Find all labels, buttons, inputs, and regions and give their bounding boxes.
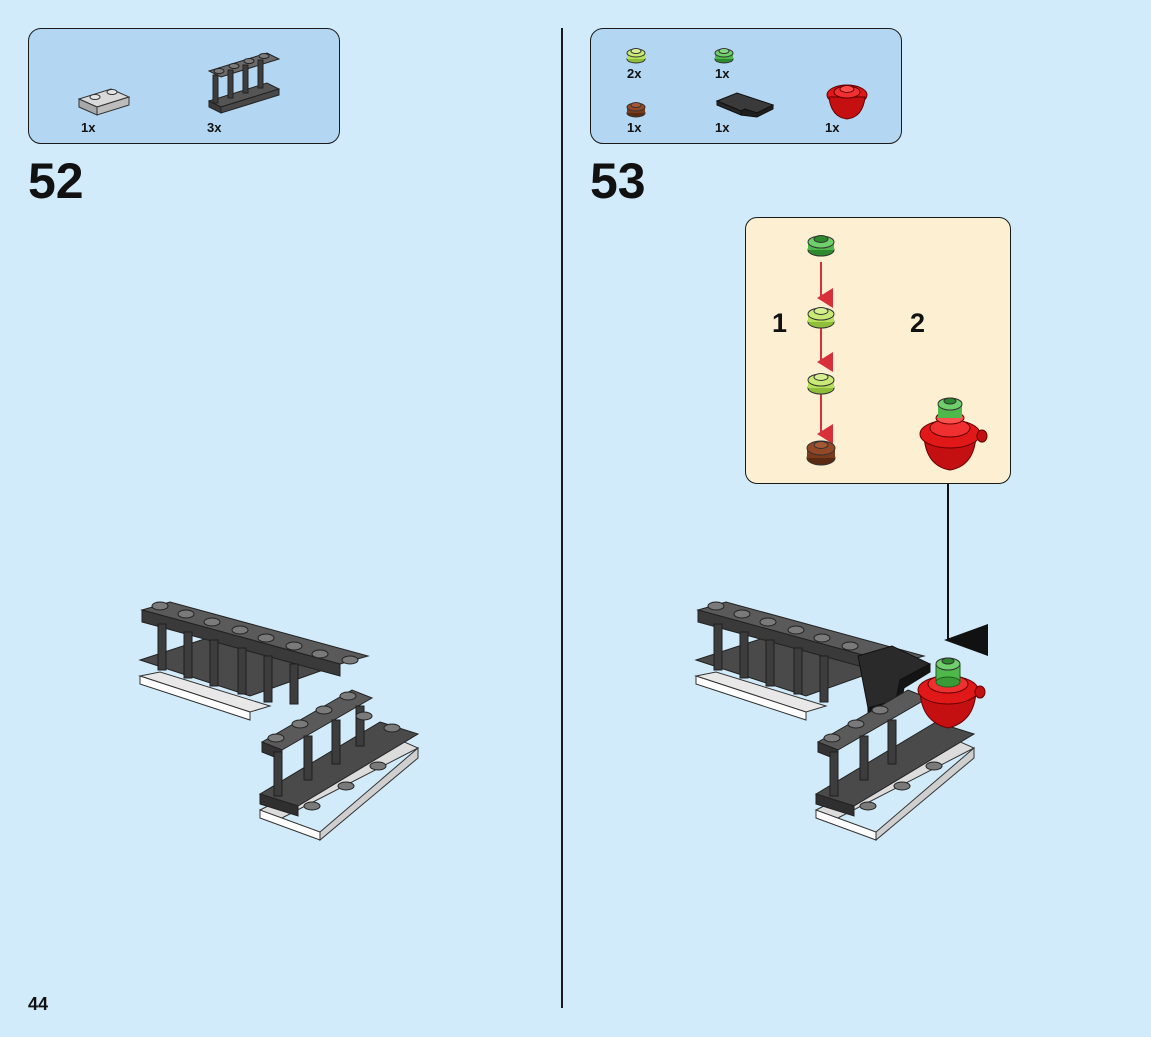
part-qty: 3x <box>207 120 222 135</box>
substep-callout-box: 1 2 <box>745 217 1011 484</box>
step-53-model <box>694 601 986 842</box>
substep-graphic <box>806 235 988 471</box>
dark-gray-fence-icon <box>207 52 281 114</box>
substep-number: 1 <box>772 308 788 338</box>
page-number: 44 <box>28 994 49 1014</box>
lime-round-plate-icon <box>807 373 835 395</box>
light-gray-plate-icon <box>77 88 131 116</box>
brown-round-plate-icon <box>806 440 836 466</box>
part-qty: 1x <box>715 120 730 135</box>
part-qty: 1x <box>627 120 642 135</box>
step-52-parts-graphic <box>77 52 281 116</box>
green-round-plate-icon <box>807 235 835 257</box>
lime-round-plate-icon <box>807 307 835 329</box>
step-53-parts-graphic <box>626 48 868 120</box>
part-qty: 2x <box>627 66 642 81</box>
step-52-model <box>138 601 420 842</box>
step-53-number: 53 <box>590 153 646 209</box>
brown-round-plate-icon <box>626 102 646 118</box>
substep-number: 2 <box>910 308 926 338</box>
step-52-number: 52 <box>28 153 84 209</box>
black-corner-plate-icon <box>715 92 775 118</box>
assembled-dome-stack-icon <box>919 397 988 471</box>
lime-round-plate-icon <box>626 48 646 64</box>
green-round-plate-icon <box>714 48 734 64</box>
part-qty: 1x <box>825 120 840 135</box>
step-52-parts-box: 1x 3x <box>28 28 340 144</box>
part-qty: 1x <box>81 120 96 135</box>
page-divider <box>561 28 563 1008</box>
step-53-parts-box: 2x 1x 1x 1x 1x <box>590 28 902 144</box>
red-dome-brick-icon <box>826 84 868 120</box>
part-qty: 1x <box>715 66 730 81</box>
